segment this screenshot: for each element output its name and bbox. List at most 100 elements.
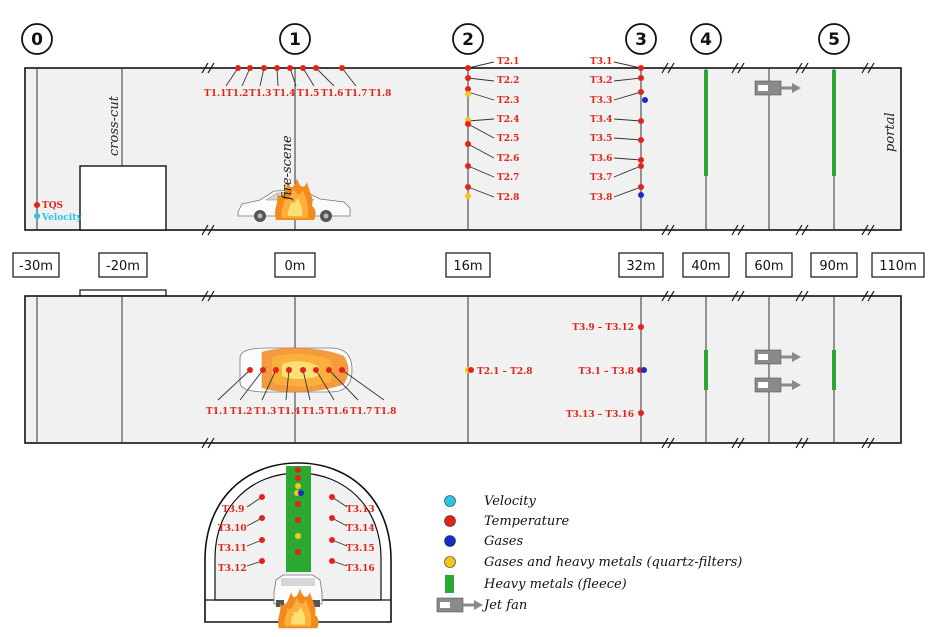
section-marker-4: [690, 23, 722, 55]
fleece-strip-section-4: [704, 70, 708, 176]
sensor-label-top-3: T1.3: [249, 89, 271, 99]
sensor-label-s2-2: T2.2: [497, 76, 519, 86]
plan-s2-label: T2.1 – T2.8: [477, 367, 532, 377]
cross-label-right-1: T3.13: [346, 505, 375, 515]
plan-section-1-sensors: T1.1 T1.2 T1.3 T1.4 T1.5 T1.6 T1.7 T1.8: [206, 367, 396, 417]
sensor-label-s3-2: T3.2: [590, 76, 612, 86]
plan-section-2-sensors: T2.1 – T2.8: [465, 367, 532, 377]
plan-sensor-label-6: T1.6: [326, 407, 348, 417]
plan-sensor-label-4: T1.4: [278, 407, 300, 417]
section-number-5: 5: [828, 30, 840, 50]
sensor-label-s3-4: T3.4: [590, 115, 612, 125]
cross-label-left-3: T3.11: [218, 544, 247, 554]
plan-sensor-label-1: T1.1: [206, 407, 228, 417]
sensor-label-s2-3: T2.3: [497, 96, 519, 106]
legend-fleece-label: Heavy metals (fleece): [483, 577, 627, 592]
plan-sensor-label-2: T1.2: [230, 407, 252, 417]
sensor-label-top-6: T1.6: [321, 89, 343, 99]
legend-jetfan-icon: [435, 596, 485, 614]
sensor-label-top-1: T1.1: [204, 89, 226, 99]
tqs-sensor: [34, 202, 40, 208]
legend-gases-icon: [444, 535, 456, 547]
section-number-1: 1: [289, 30, 301, 50]
sensor-label-s3-6: T3.6: [590, 154, 612, 164]
distance-label-60: 60m: [754, 259, 783, 274]
legend-quartz-icon: [444, 556, 456, 568]
section-number-2: 2: [462, 30, 474, 50]
plan-s3-label-lower: T3.13 – T3.16: [566, 410, 634, 420]
plan-section-3-sensors: T3.9 – T3.12 T3.1 – T3.8 T3.13 – T3.16: [566, 323, 647, 420]
sensor-label-top-4: T1.4: [273, 89, 295, 99]
plan-s3-label-middle: T3.1 – T3.8: [579, 367, 634, 377]
sensor-label-s2-8: T2.8: [497, 193, 519, 203]
plan-s3-label-upper: T3.9 – T3.12: [572, 323, 634, 333]
legend-velocity-icon: [444, 495, 456, 507]
distance-label-0: 0m: [285, 259, 306, 274]
legend-temperature-icon: [444, 515, 456, 527]
legend-gases-label: Gases: [484, 534, 524, 549]
distance-label-32: 32m: [626, 259, 655, 274]
fleece-plan-section-4: [704, 350, 708, 390]
cross-section-right-labels: T3.13 T3.14 T3.15 T3.16: [346, 505, 375, 574]
firescene-label: fire-scene: [280, 135, 295, 201]
legend-quartz-label: Gases and heavy metals (quartz-filters): [484, 555, 742, 570]
legend-jetfan-label: Jet fan: [481, 598, 527, 613]
tunnel-cross-section: [204, 462, 392, 629]
section-1-top-sensors: T1.1 T1.2 T1.3 T1.4 T1.5 T1.6 T1.7 T1.8: [204, 65, 391, 99]
plan-sensor-label-3: T1.3: [254, 407, 276, 417]
distance-label-16: 16m: [453, 259, 482, 274]
cross-label-left-1: T3.9: [222, 505, 244, 515]
section-markers: 0 1 2 3 4 5: [21, 23, 850, 55]
car-plan-view: [239, 347, 353, 393]
legend-temperature-label: Temperature: [484, 514, 569, 529]
break-marks-elevation: [201, 62, 875, 236]
sensor-label-s3-3: T3.3: [590, 96, 612, 106]
sensor-label-s3-8: T3.8: [590, 193, 612, 203]
section-marker-1: [279, 23, 311, 55]
break-marks-plan: [201, 290, 875, 449]
crosscut-box: [79, 165, 167, 231]
sensor-label-s2-6: T2.6: [497, 154, 519, 164]
sensor-label-s2-5: T2.5: [497, 134, 519, 144]
section-2-sensors: T2.1 T2.2 T2.3 T2.4 T2.5 T2.6 T2.7 T2.8: [465, 57, 519, 203]
section-marker-5: [818, 23, 850, 55]
fleece-plan-section-5: [832, 350, 836, 390]
cross-label-right-4: T3.16: [346, 564, 375, 574]
cross-label-left-2: T3.10: [218, 524, 247, 534]
cross-label-right-3: T3.15: [346, 544, 375, 554]
distance-markers: -30m -20m 0m 16m 32m 40m 60m 90m 110m: [12, 252, 925, 278]
section-marker-0: [21, 23, 53, 55]
distance-label-minus30: -30m: [19, 259, 53, 274]
section-number-3: 3: [635, 30, 647, 50]
section-number-0: 0: [31, 30, 43, 50]
section-marker-2: [452, 23, 484, 55]
cross-label-right-2: T3.14: [346, 524, 375, 534]
sensor-label-s3-7: T3.7: [590, 173, 612, 183]
sensor-label-top-7: T1.7: [345, 89, 367, 99]
section-marker-3: [625, 23, 657, 55]
plan-view-tunnel: [24, 295, 902, 444]
velocity-label: Velocity: [41, 213, 82, 223]
sensor-label-top-2: T1.2: [226, 89, 248, 99]
plan-sensor-label-5: T1.5: [302, 407, 324, 417]
plan-sensor-label-8: T1.8: [374, 407, 396, 417]
crosscut-label: cross-cut: [107, 95, 122, 156]
fleece-strip-section-5: [832, 70, 836, 176]
sensor-label-s3-5: T3.5: [590, 134, 612, 144]
section-number-4: 4: [700, 30, 712, 50]
plan-sensor-label-7: T1.7: [350, 407, 372, 417]
crosscut-plan-stub: [79, 289, 167, 297]
distance-label-minus20: -20m: [106, 259, 140, 274]
section-3-sensors: T3.1 T3.2 T3.3 T3.4 T3.5 T3.6 T3.7 T3.8: [590, 57, 648, 203]
sensor-label-s2-1: T2.1: [497, 57, 519, 67]
sensor-label-s2-7: T2.7: [497, 173, 519, 183]
cross-section-left-labels: T3.9 T3.10 T3.11 T3.12: [218, 505, 247, 574]
velocity-sensor: [34, 213, 40, 219]
cross-label-left-4: T3.12: [218, 564, 247, 574]
sensor-label-s2-4: T2.4: [497, 115, 519, 125]
sensor-label-top-8: T1.8: [369, 89, 391, 99]
distance-label-40: 40m: [691, 259, 720, 274]
distance-label-90: 90m: [819, 259, 848, 274]
sensor-label-top-5: T1.5: [297, 89, 319, 99]
